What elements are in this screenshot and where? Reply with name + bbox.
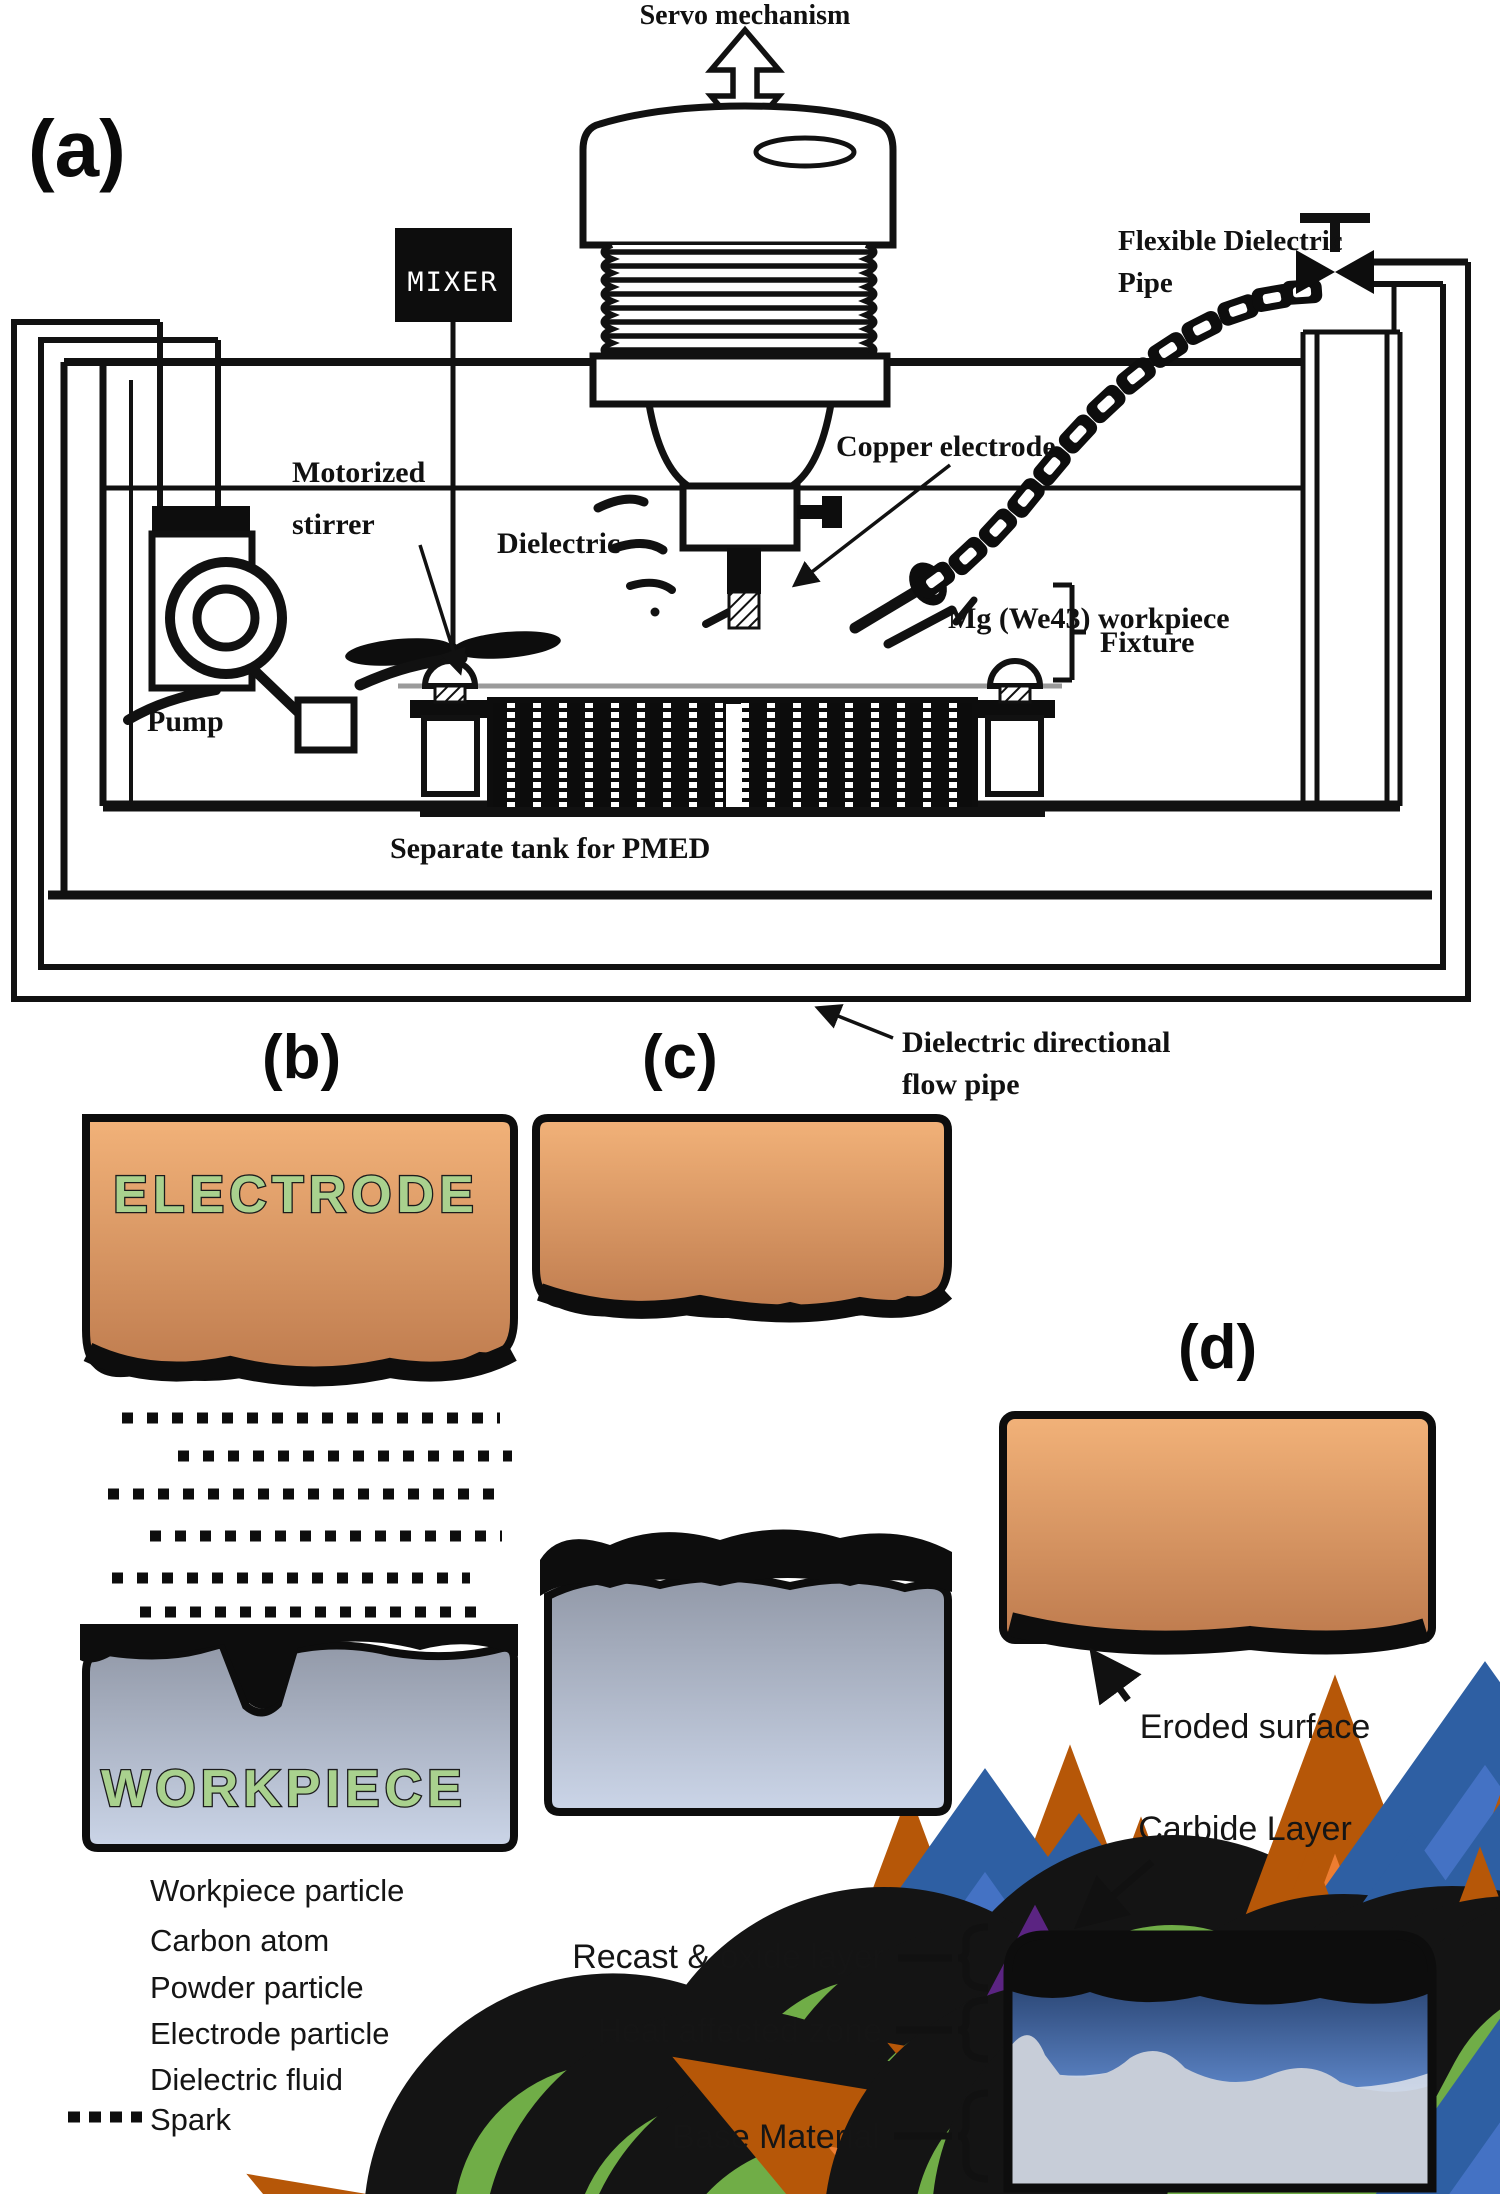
splash-marks — [883, 605, 957, 649]
electrode-molten-edge — [537, 1283, 953, 1323]
mixer-label: MIXER — [407, 267, 498, 298]
mixer-box — [395, 228, 512, 322]
panel-d-tag: (d) — [1178, 1313, 1257, 1382]
pump-intake-pipes — [157, 322, 221, 510]
flow-pipe-outer-loop — [11, 262, 1471, 1002]
panel-a-machine-schematic: MIXER — [11, 0, 1471, 1101]
legend-label: Powder particle — [150, 1970, 364, 2005]
electrode-block — [532, 1114, 952, 1318]
flow-pipe-inner-loop — [38, 284, 1446, 970]
flow-pipe-label2: flow pipe — [902, 1068, 1020, 1101]
electrode-tip — [727, 590, 761, 630]
splash-marks — [952, 596, 978, 626]
pump-outlet — [294, 696, 358, 754]
legend-label: Workpiece particle — [150, 1873, 404, 1908]
stirrer-arrow — [418, 544, 466, 676]
splash-marks — [610, 539, 668, 555]
slab-gap — [726, 704, 742, 808]
mg-workpiece-label: Mg (We43) workpiece — [948, 602, 1230, 635]
eroded-surface-arrow — [1089, 1647, 1142, 1706]
motorized-stirrer-label2: stirrer — [292, 508, 375, 541]
carbide-layer-arrow — [1074, 1859, 1155, 1930]
electrode-block — [999, 1411, 1436, 1644]
legend-label: Spark — [150, 2102, 231, 2137]
panel-c-tag: (c) — [642, 1023, 718, 1092]
flexible-dielectric-pipe — [909, 279, 1323, 606]
splash-marks — [123, 685, 221, 725]
flexible-pipe-label: Flexible Dielectric — [1118, 225, 1343, 257]
separate-tank-label: Separate tank for PMED — [390, 832, 710, 865]
copper-electrode-label: Copper electrode — [836, 430, 1056, 463]
servo-mechanism-label: Servo mechanism — [640, 0, 851, 31]
flow-pipe-arrow — [814, 1004, 894, 1040]
eroded-surface-label: Eroded surface — [1140, 1708, 1371, 1746]
stirrer-blade-right — [453, 631, 561, 659]
base-material-label: Base Material — [672, 2118, 880, 2156]
spindle-head-opening — [753, 135, 857, 169]
fixture-bolt-left — [410, 658, 490, 797]
fixture-bracket — [1053, 582, 1086, 683]
panel-b-sparking-gap: (b) ELECTRODE — [80, 1023, 1500, 2194]
legend-label: Carbon atom — [150, 1923, 329, 1958]
legend-label: Electrode particle — [150, 2016, 390, 2051]
workpiece-text: WORKPIECE — [101, 1760, 467, 1818]
flexible-pipe-label2: Pipe — [1118, 267, 1173, 299]
fixture-bolt-right — [975, 658, 1055, 797]
spindle-neck — [644, 400, 836, 490]
dielectric-label: Dielectric — [497, 527, 620, 560]
copper-electrode-rod — [727, 548, 761, 594]
spark-lines — [108, 1412, 512, 1618]
tank-right-channel — [1300, 284, 1403, 806]
legend-label: Dielectric fluid — [150, 2062, 343, 2097]
legend: Workpiece particle Carbon atom Powder pa… — [68, 1873, 404, 2137]
fixture-label: Fixture — [1100, 626, 1194, 659]
splash-marks — [593, 494, 649, 513]
electrode-text: ELECTRODE — [113, 1166, 479, 1224]
spindle-flange — [589, 352, 891, 408]
panel-c-deposition: (c) — [532, 1023, 1500, 2194]
splash-marks — [626, 578, 676, 594]
holder-knob-cap — [822, 496, 842, 528]
panel-d-surface-layers: (d) Eroded surface Carbide Layer Recast … — [572, 1313, 1437, 2193]
splash-dot — [650, 607, 660, 617]
workpiece-eroded-edge — [80, 1624, 518, 1709]
splash-marks — [849, 580, 931, 634]
flow-pipe-label: Dielectric directional — [902, 1026, 1171, 1059]
pump-outlet-duct — [248, 664, 304, 718]
workpiece-block — [82, 1639, 518, 1852]
electrode-holder — [679, 482, 801, 552]
copper-electrode-arrow — [791, 463, 952, 588]
pump-inlet — [192, 584, 260, 652]
base-material-surface — [1008, 2035, 1432, 2188]
holder-knob — [797, 505, 825, 519]
electrode-molten-edge — [83, 1342, 517, 1387]
spindle-bellows — [600, 242, 878, 360]
motorized-stirrer-label: Motorized — [292, 456, 426, 489]
panel-a-tag: (a) — [28, 104, 126, 193]
electrode-block — [82, 1114, 518, 1381]
recast-oxide-label: Recast & oxide layer — [572, 1938, 884, 1976]
eroded-electrode-edge — [1007, 1612, 1430, 1655]
pump-label: Pump — [147, 705, 224, 738]
carbide-layer-label: Carbide Layer — [1138, 1810, 1352, 1848]
layer-braces — [894, 1923, 989, 2183]
spindle-head — [579, 102, 897, 249]
recast-oxide-layer — [1008, 1935, 1432, 2005]
workpiece-coated-edge — [540, 1529, 952, 1596]
pump-collar — [152, 506, 250, 534]
workpiece-block — [544, 1573, 952, 1816]
heat-affected-label: Heat affected zone — [597, 2012, 882, 2050]
valve-icon — [1296, 213, 1374, 294]
panel-b-tag: (b) — [262, 1023, 341, 1092]
layer-block-outline — [1003, 1930, 1437, 2193]
